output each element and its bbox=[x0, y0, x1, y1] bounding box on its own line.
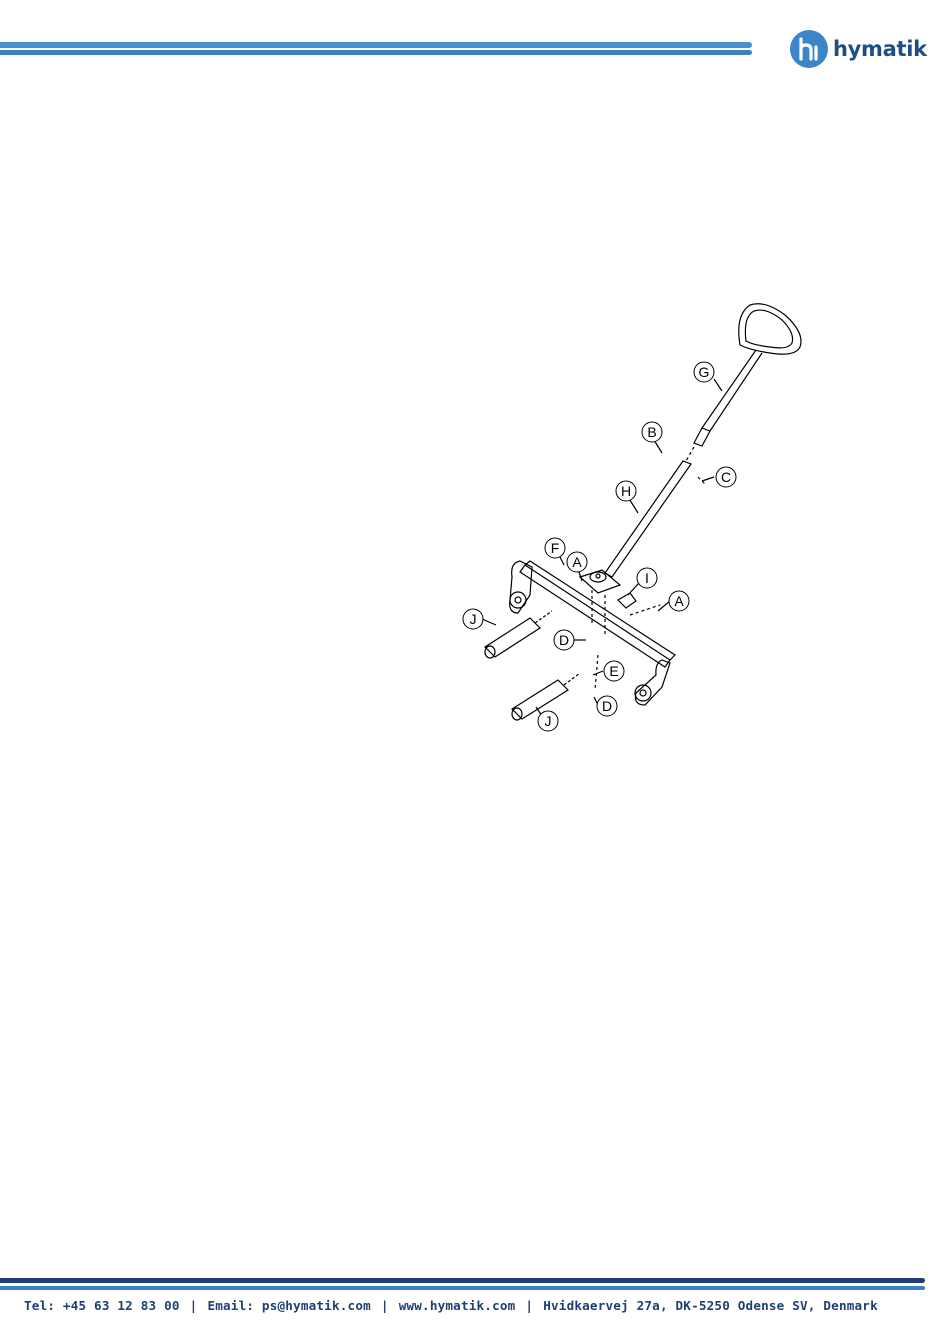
callout-H: H bbox=[621, 483, 631, 499]
callout-G: G bbox=[699, 364, 710, 380]
handle-upper-shaft bbox=[702, 350, 762, 431]
footer-contact: Tel: +45 63 12 83 00 | Email: ps@hymatik.c… bbox=[24, 1298, 944, 1313]
header-stripes bbox=[0, 42, 752, 56]
callout-I: I bbox=[645, 570, 649, 586]
footer-tel: Tel: +45 63 12 83 00 bbox=[24, 1298, 180, 1313]
callout-A-right: A bbox=[674, 593, 684, 609]
footer-separator: | bbox=[525, 1298, 533, 1313]
callout-F: F bbox=[551, 540, 560, 556]
footer-web: www.hymatik.com bbox=[399, 1298, 516, 1313]
callout-D-upper: D bbox=[559, 632, 569, 648]
footer-address: Hvidkaervej 27a, DK-5250 Odense SV, Denm… bbox=[543, 1298, 878, 1313]
header-stripe-bottom bbox=[0, 50, 752, 55]
header-stripe-top bbox=[0, 42, 752, 48]
handle-lower-shaft bbox=[605, 461, 691, 577]
callout-E: E bbox=[609, 663, 618, 679]
footer-stripes bbox=[0, 1278, 925, 1290]
callout-B: B bbox=[647, 424, 656, 440]
footer-separator: | bbox=[381, 1298, 389, 1313]
callout-C: C bbox=[721, 469, 731, 485]
footer-stripe-top bbox=[0, 1278, 925, 1283]
hymatik-logo: hymatik bbox=[790, 29, 927, 69]
callout-J-upper: J bbox=[470, 611, 477, 627]
hymatik-h-logo-icon bbox=[790, 30, 828, 68]
footer-email: Email: ps@hymatik.com bbox=[207, 1298, 370, 1313]
callout-A-upper: A bbox=[572, 554, 582, 570]
callout-J-lower: J bbox=[545, 713, 552, 729]
footer-separator: | bbox=[190, 1298, 198, 1313]
logo-wordmark: hymatik bbox=[833, 37, 927, 61]
footer-stripe-bottom bbox=[0, 1286, 925, 1290]
lever bbox=[618, 593, 636, 608]
left-wheel-bracket bbox=[510, 561, 532, 613]
callout-D-lower: D bbox=[602, 698, 612, 714]
assembly-diagram: G B C H F A I A J D E J D bbox=[440, 295, 840, 745]
